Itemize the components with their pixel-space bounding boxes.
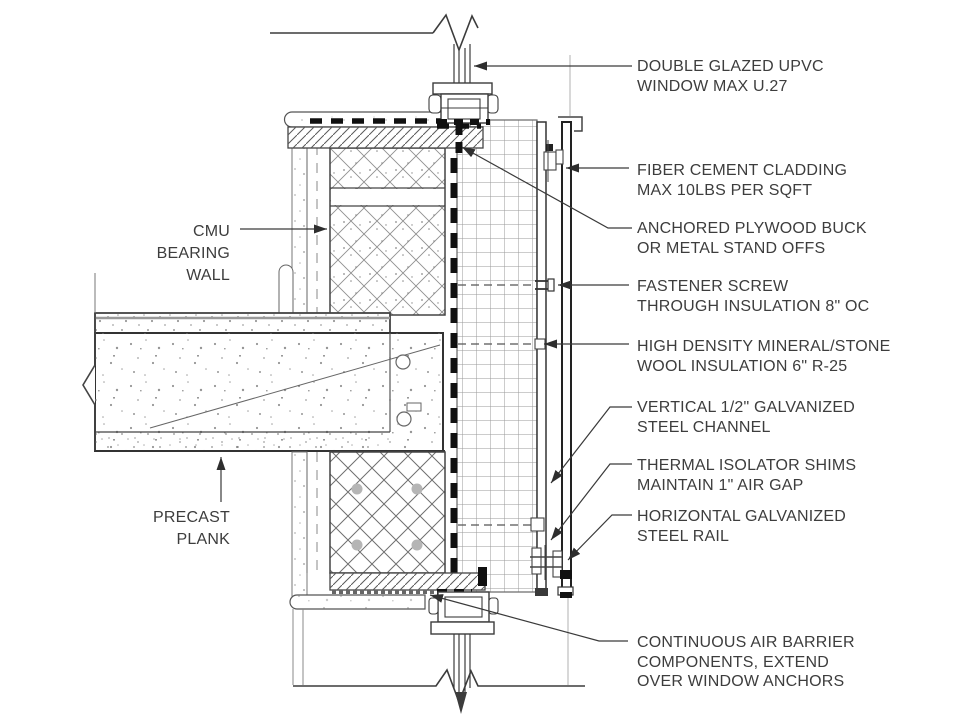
label-cmu-bearing-wall: CMU BEARING WALL [130,221,230,287]
label-line: WALL [186,267,230,284]
drip-flashing [558,116,583,132]
leader-plywood-buck [461,146,632,229]
leader-thermal-shims [550,463,632,541]
plywood-buck-sill [330,573,485,590]
label-line: COMPONENTS, EXTEND [637,653,830,671]
label-line: DOUBLE GLAZED UPVC [637,58,824,75]
leader-air-barrier [429,594,628,642]
label-line: WOOL INSULATION 6" R-25 [637,357,848,375]
cmu-hatch-upper [329,147,446,316]
top-standoff-bracket [543,140,564,182]
label-precast-plank: PRECAST PLANK [130,507,230,551]
label-line: WINDOW MAX U.27 [637,77,788,95]
break-line-top [432,13,479,53]
label-line: FIBER CEMENT CLADDING [637,162,848,179]
label-line: HIGH DENSITY MINERAL/STONE [637,338,891,355]
label-line: MAX 10LBS PER SQFT [637,181,813,199]
leader-lines [216,61,632,642]
label-line: THERMAL ISOLATOR SHIMS [637,457,857,474]
leader-steel-rail [567,514,632,561]
rail-bracket [530,545,572,580]
plywood-buck-head [288,127,483,148]
label-line: OR METAL STAND OFFS [637,239,826,257]
upper-wall [278,111,484,317]
label-mineral-wool-insulation: HIGH DENSITY MINERAL/STONE WOOL INSULATI… [637,337,891,376]
label-line: FASTENER SCREW [637,278,789,295]
label-horizontal-steel-rail: HORIZONTAL GALVANIZED STEEL RAIL [637,507,846,546]
lower-wall [289,451,487,685]
label-vertical-steel-channel: VERTICAL 1/2" GALVANIZED STEEL CHANNEL [637,398,855,437]
mineral-wool-insulation-hatch [456,119,538,593]
break-line-bottom [293,668,585,705]
label-line: BEARING [156,245,230,262]
label-thermal-isolator-shims: THERMAL ISOLATOR SHIMS MAINTAIN 1" AIR G… [637,456,856,495]
cladding-assembly [456,55,583,685]
label-line: STEEL RAIL [637,527,730,545]
label-line: ANCHORED PLYWOOD BUCK [637,220,867,237]
label-line: STEEL CHANNEL [637,418,771,436]
upvc-frame-top [432,82,493,95]
label-line: CMU [192,223,230,240]
cmu-hatch-lower [329,451,446,574]
fasteners [458,140,572,580]
window-above [270,13,499,125]
label-line: PLANK [176,531,230,548]
label-line: THROUGH INSULATION 8" OC [637,297,870,315]
label-fastener-screw: FASTENER SCREW THROUGH INSULATION 8" OC [637,277,869,316]
label-line: PRECAST [153,509,230,526]
label-line: VERTICAL 1/2" GALVANIZED [637,399,855,416]
label-line: CONTINUOUS AIR BARRIER [637,634,855,651]
leader-steel-channel [550,406,632,484]
window-below [293,591,585,714]
label-fiber-cement-cladding: FIBER CEMENT CLADDING MAX 10LBS PER SQFT [637,161,847,200]
label-line: HORIZONTAL GALVANIZED [637,508,846,525]
precast-plank-assembly [82,273,445,452]
label-line: OVER WINDOW ANCHORS [637,673,845,690]
label-line: MAINTAIN 1" AIR GAP [637,476,804,494]
label-continuous-air-barrier: CONTINUOUS AIR BARRIER COMPONENTS, EXTEN… [637,633,855,692]
label-anchored-plywood-buck: ANCHORED PLYWOOD BUCK OR METAL STAND OFF… [637,219,867,258]
label-double-glazed-window: DOUBLE GLAZED UPVC WINDOW MAX U.27 [637,57,824,96]
